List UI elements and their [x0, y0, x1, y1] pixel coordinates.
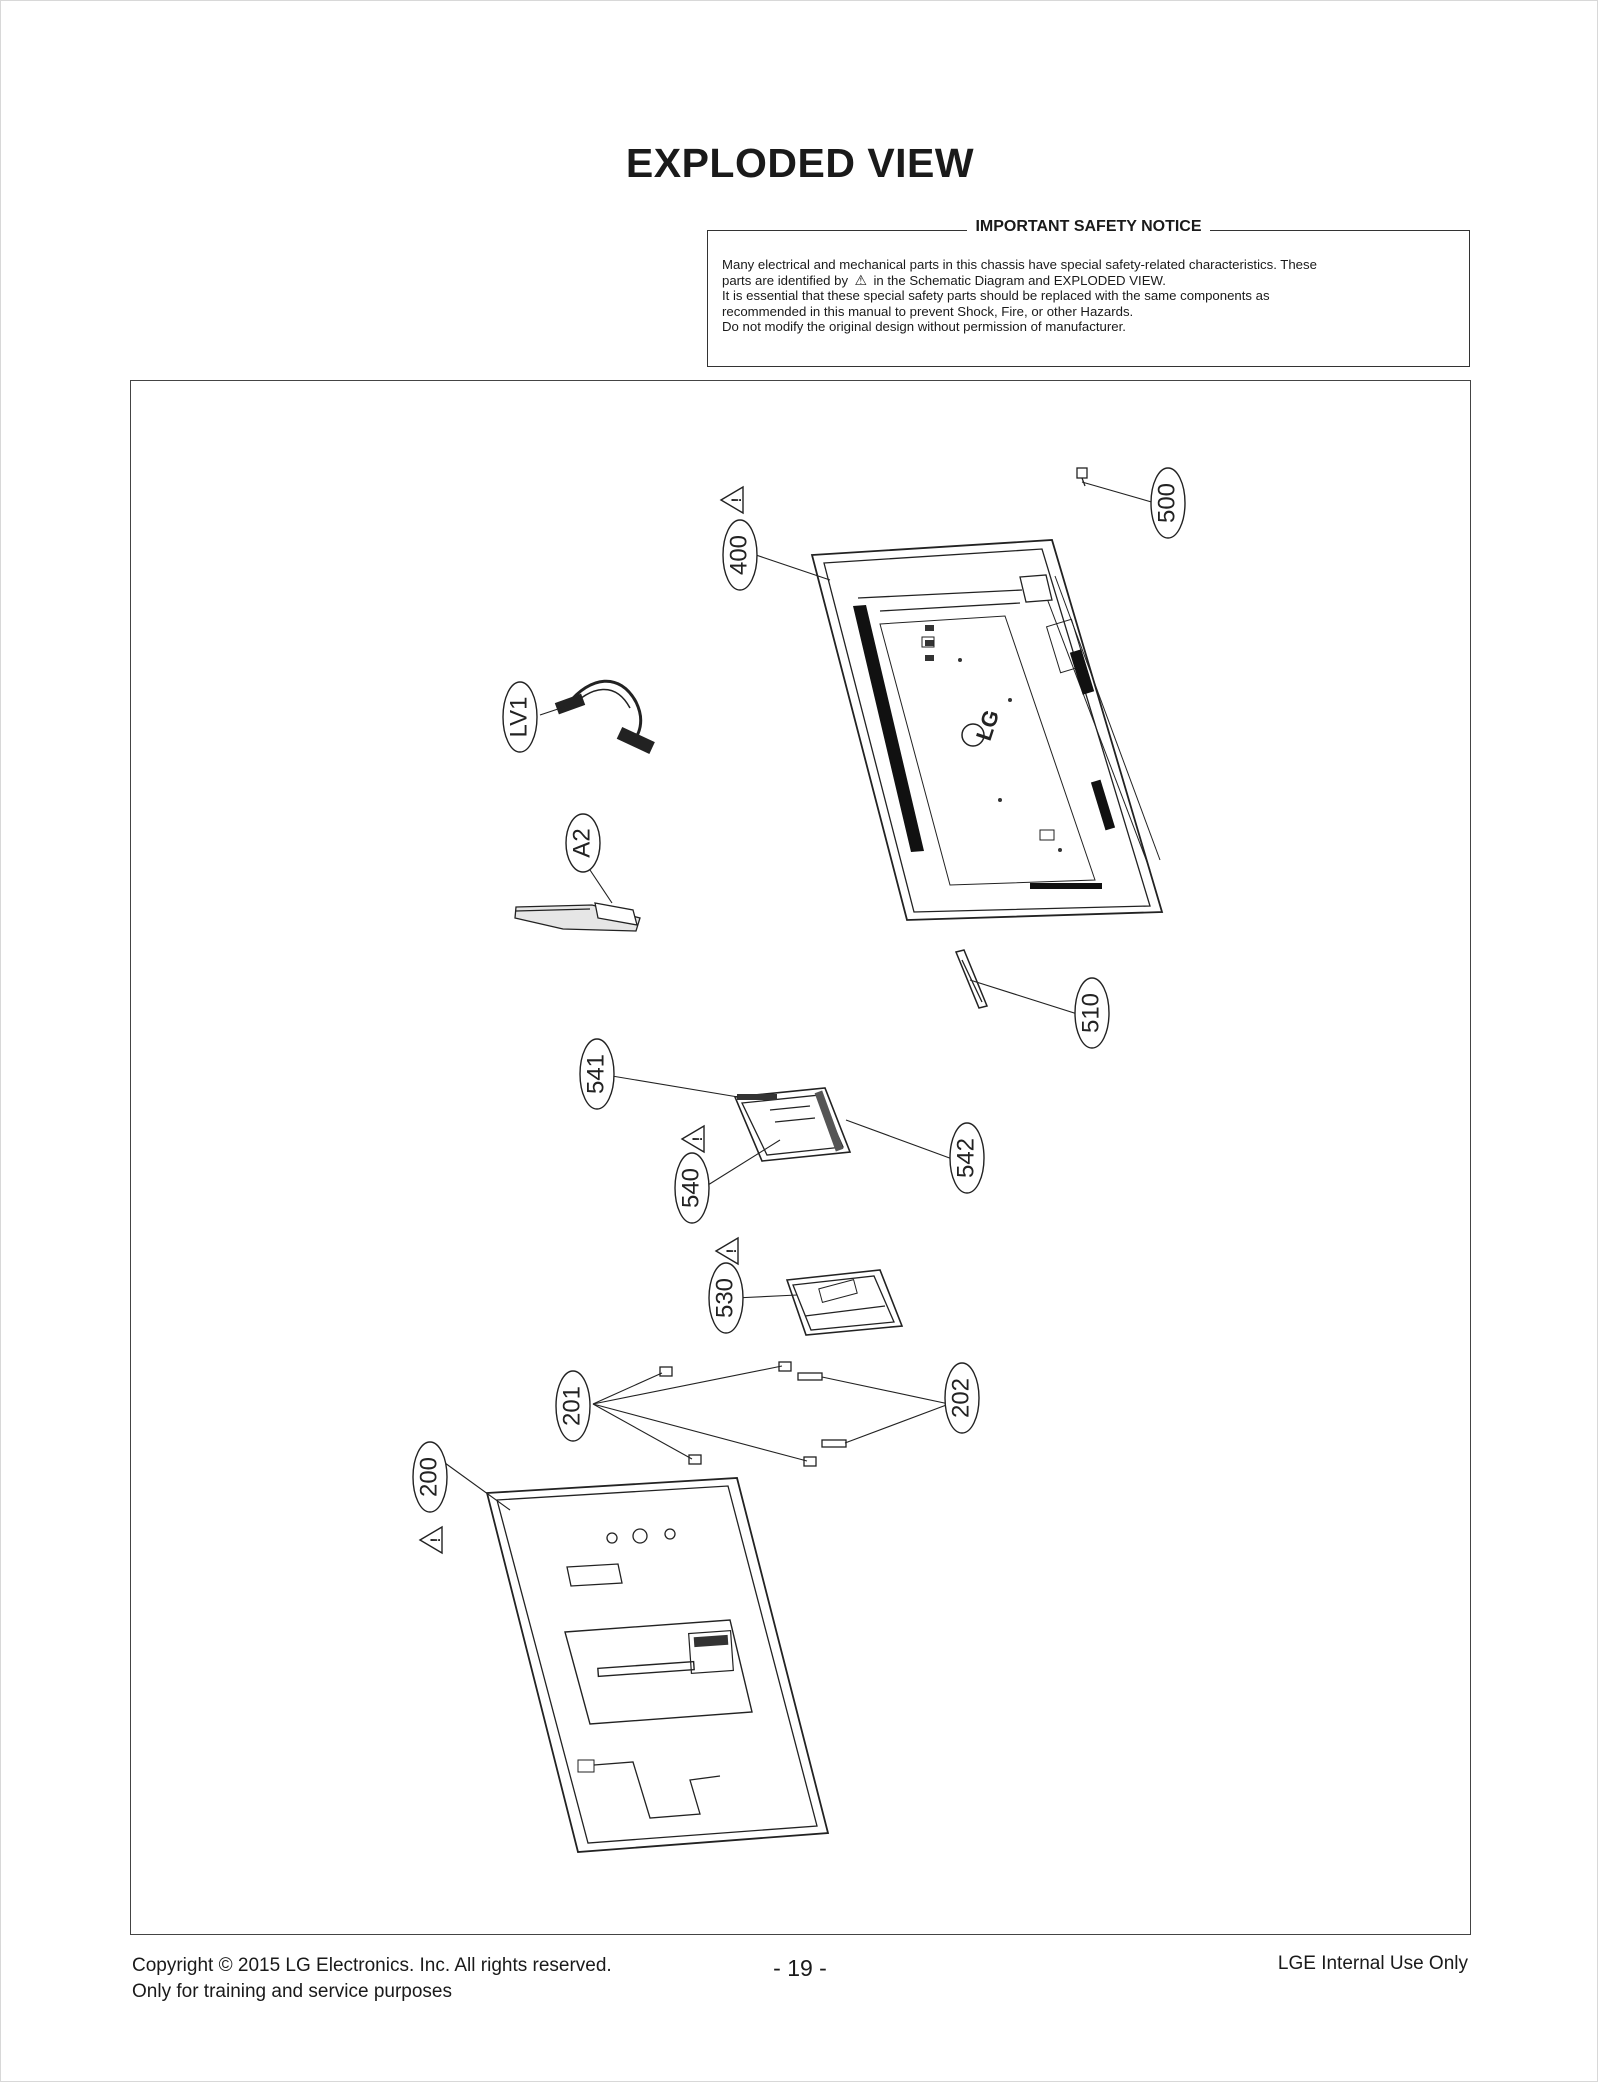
- svg-text:200: 200: [415, 1457, 442, 1497]
- svg-text:542: 542: [952, 1138, 979, 1178]
- warning-triangle-icon: !: [719, 485, 744, 515]
- svg-text:541: 541: [582, 1054, 609, 1094]
- svg-text:400: 400: [725, 535, 752, 575]
- leader-lines: [444, 481, 1163, 1511]
- callout-530: 530: [708, 1262, 744, 1334]
- callout-542: 542: [949, 1122, 985, 1194]
- cable-part-lv1: [554, 679, 655, 754]
- notice-line-4: recommended in this manual to prevent Sh…: [722, 303, 1134, 319]
- copyright-line-1: Copyright © 2015 LG Electronics. Inc. Al…: [132, 1955, 612, 1976]
- power-board-part-530: [785, 1269, 904, 1336]
- notice-line-2: parts are identified by ⚠ in the Schemat…: [722, 271, 1166, 288]
- drawing-frame: [130, 380, 1471, 1935]
- svg-text:202: 202: [947, 1378, 974, 1418]
- warning-triangle-icon: !: [680, 1124, 705, 1154]
- warning-triangle-icon: ⚠: [854, 271, 868, 288]
- back-cover-part-200: [485, 1477, 830, 1853]
- copyright-line-2: Only for training and service purposes: [132, 1981, 452, 2002]
- svg-text:LV1: LV1: [505, 697, 532, 738]
- svg-text:530: 530: [711, 1278, 738, 1318]
- callout-201: 201: [555, 1370, 591, 1442]
- svg-text:!: !: [728, 498, 744, 503]
- footer-copyright: Copyright © 2015 LG Electronics. Inc. Al…: [132, 1953, 612, 2005]
- callout-541: 541: [579, 1038, 615, 1110]
- svg-text:A2: A2: [568, 828, 595, 857]
- svg-text:510: 510: [1077, 993, 1104, 1033]
- footer-internal-use: LGE Internal Use Only: [1277, 1953, 1468, 1974]
- svg-text:!: !: [427, 1538, 443, 1543]
- callout-510: 510: [1074, 977, 1110, 1049]
- safety-notice-body: Many electrical and mechanical parts in …: [722, 257, 1455, 335]
- notice-line-3: It is essential that these special safet…: [722, 288, 1270, 303]
- stand-part-a2: [514, 902, 641, 932]
- main-board-part-540: [733, 1087, 852, 1162]
- callout-a2: A2: [565, 813, 601, 873]
- callout-202: 202: [944, 1362, 980, 1434]
- svg-text:!: !: [689, 1137, 705, 1142]
- svg-text:500: 500: [1153, 483, 1180, 523]
- callout-400: 400: [722, 519, 758, 591]
- notice-line-5: Do not modify the original design withou…: [722, 319, 1126, 334]
- callout-200: 200: [412, 1441, 448, 1513]
- warning-triangle-icon: !: [418, 1525, 443, 1555]
- safety-notice-box: IMPORTANT SAFETY NOTICE Many electrical …: [707, 218, 1470, 367]
- page-number: - 19 -: [773, 1955, 827, 1981]
- bracket-part-510: [954, 949, 989, 1009]
- front-cabinet-part-400: LG: [810, 539, 1164, 921]
- callout-500: 500: [1150, 467, 1186, 539]
- callout-540: 540: [674, 1152, 710, 1224]
- svg-text:!: !: [723, 1249, 739, 1254]
- svg-text:540: 540: [677, 1168, 704, 1208]
- callout-lv1: LV1: [502, 681, 538, 753]
- notice-line-1: Many electrical and mechanical parts in …: [722, 257, 1317, 272]
- brackets-part-201-202: [659, 1361, 847, 1467]
- safety-notice-title: IMPORTANT SAFETY NOTICE: [967, 218, 1210, 235]
- svg-text:201: 201: [558, 1386, 585, 1426]
- warning-triangle-icon: !: [714, 1236, 739, 1266]
- page-title: EXPLODED VIEW: [625, 140, 975, 186]
